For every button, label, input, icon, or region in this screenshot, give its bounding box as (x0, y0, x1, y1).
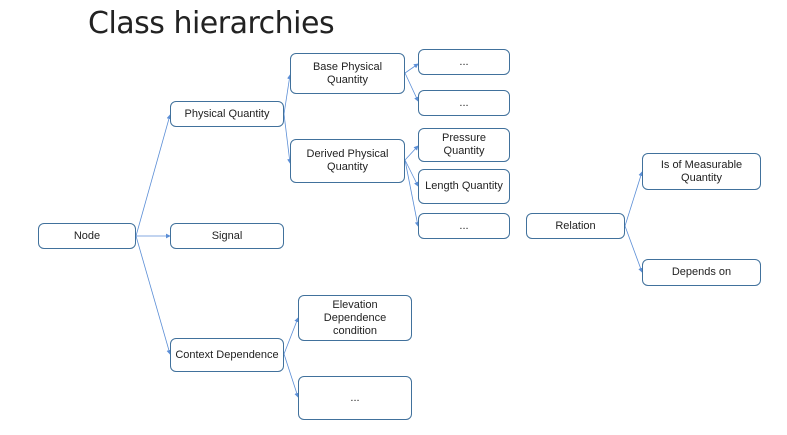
node-base-child-2[interactable]: ... (418, 90, 510, 116)
node-relation[interactable]: Relation (526, 213, 625, 239)
edge-pq-derived (283, 113, 292, 164)
edge-derived-length (404, 159, 419, 187)
node-context-dependence[interactable]: Context Dependence (170, 338, 284, 372)
node-elevation-dependence-condition[interactable]: Elevation Dependence condition (298, 295, 412, 341)
edge-context-child-2 (283, 353, 300, 398)
node-signal[interactable]: Signal (170, 223, 284, 249)
node-is-of-measurable-quantity[interactable]: Is of Measurable Quantity (642, 153, 761, 190)
edge-context-elevation (283, 317, 299, 355)
node-length-quantity[interactable]: Length Quantity (418, 169, 510, 204)
edge-derived-pressure (404, 145, 419, 161)
node-derived-child-3[interactable]: ... (418, 213, 510, 239)
edge-derived-child-3 (404, 159, 420, 227)
node-context-child-2[interactable]: ... (298, 376, 412, 420)
node-physical-quantity[interactable]: Physical Quantity (170, 101, 284, 127)
edge-base-child-2 (404, 72, 419, 102)
node-node[interactable]: Node (38, 223, 136, 249)
edge-relation-measurable (624, 171, 644, 227)
edge-node-context-dependence (135, 235, 172, 355)
edge-node-physical-quantity (135, 114, 172, 237)
edge-pq-base (283, 74, 292, 115)
node-pressure-quantity[interactable]: Pressure Quantity (418, 128, 510, 162)
node-base-physical-quantity[interactable]: Base Physical Quantity (290, 53, 405, 94)
edge-relation-depends-on (624, 225, 643, 273)
page-title: Class hierarchies (88, 6, 335, 41)
node-base-child-1[interactable]: ... (418, 49, 510, 75)
node-derived-physical-quantity[interactable]: Derived Physical Quantity (290, 139, 405, 183)
node-depends-on[interactable]: Depends on (642, 259, 761, 286)
edge-base-child-1 (404, 63, 419, 74)
